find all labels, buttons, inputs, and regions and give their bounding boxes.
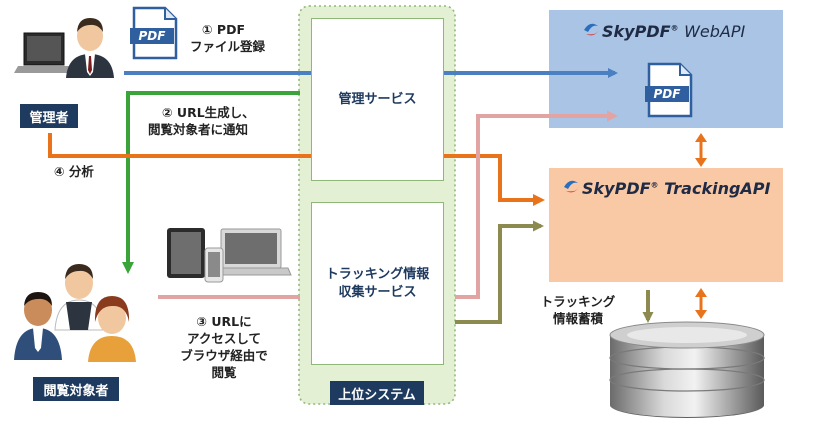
step3-line4: 閲覧	[211, 365, 237, 380]
webapi-logo-suffix: WebAPI	[684, 22, 746, 41]
viewers-label: 閲覧対象者	[33, 377, 119, 401]
storage-line2: 情報蓄積	[552, 311, 603, 326]
admin-label-text: 管理者	[29, 110, 69, 126]
step1-caption: ① PDF ファイル登録	[190, 21, 265, 55]
arrow-notify-url	[122, 91, 300, 274]
tracking-service-line2: 収集サービス	[338, 284, 417, 300]
step3-line2: アクセスして	[186, 331, 261, 346]
viewers-group-icon	[14, 264, 136, 362]
pdf-file-icon-webapi	[645, 62, 693, 118]
skypdf-logo-mark-webapi	[584, 23, 599, 36]
step3-line1: ③ URLに	[196, 314, 252, 329]
admin-label: 管理者	[20, 104, 78, 128]
step1-line1: ① PDF	[202, 22, 246, 37]
step4-caption: ④ 分析	[54, 164, 94, 179]
step2-line2: 閲覧対象者に通知	[148, 122, 249, 137]
step1-line2: ファイル登録	[190, 39, 266, 54]
trackingapi-logo: SkyPDF® TrackingAPI	[582, 179, 771, 198]
arrow-webapi-tracking-bidirectional	[695, 133, 707, 167]
arrow-analysis	[48, 133, 545, 206]
pdf-icon-text: PDF	[138, 29, 166, 43]
arrow-tracking-storage-bidirectional	[695, 288, 707, 319]
admin-service-label: 管理サービス	[338, 91, 417, 107]
tracking-service-line1: トラッキング情報	[325, 266, 430, 282]
viewers-label-text: 閲覧対象者	[43, 383, 109, 399]
pdf-file-icon	[130, 6, 178, 60]
tracking-service-box: トラッキング情報 収集サービス	[311, 202, 444, 365]
pdf-icon-text-webapi: PDF	[653, 87, 681, 101]
storage-caption: トラッキング 情報蓄積	[530, 293, 626, 327]
trackingapi-panel	[549, 168, 783, 282]
system-label-text: 上位システム	[338, 387, 416, 403]
system-label: 上位システム	[330, 381, 424, 405]
step3-line3: ブラウザ経由で	[180, 348, 268, 363]
trackingapi-logo-suffix: TrackingAPI	[664, 179, 771, 198]
arrow-collect-tracking	[455, 220, 544, 324]
skypdf-logo-mark-tracking	[564, 180, 579, 193]
step3-caption: ③ URLに アクセスして ブラウザ経由で 閲覧	[168, 313, 280, 381]
devices-icon	[167, 228, 292, 283]
step2-caption: ② URL生成し、 閲覧対象者に通知	[148, 104, 255, 138]
admin-person-icon	[14, 18, 114, 78]
step2-line1: ② URL生成し、	[162, 105, 255, 120]
arrow-browse-pdf	[455, 110, 618, 299]
database-icon	[609, 321, 765, 418]
webapi-logo: SkyPDF® WebAPI	[602, 22, 746, 41]
storage-line1: トラッキング	[540, 294, 616, 309]
admin-service-box: 管理サービス	[311, 18, 444, 181]
webapi-logo-brand: SkyPDF	[602, 22, 671, 41]
trackingapi-logo-brand: SkyPDF	[582, 179, 651, 198]
